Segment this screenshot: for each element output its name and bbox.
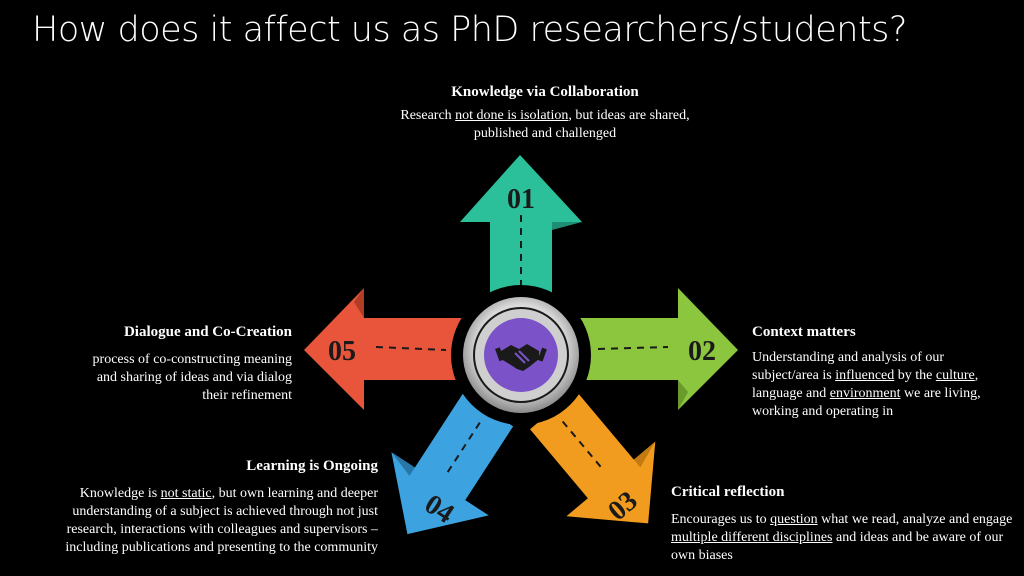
item-03-block: Critical reflection Encourages us to que… bbox=[671, 484, 1016, 565]
body-text: , but own learning and deeper understand… bbox=[65, 486, 378, 555]
underlined-text: influenced bbox=[835, 368, 895, 383]
center-hub bbox=[451, 285, 591, 425]
body-text: by the bbox=[894, 368, 936, 383]
item-05-body: process of co-constructing meaning and s… bbox=[70, 351, 292, 405]
item-03-heading: Critical reflection bbox=[671, 484, 785, 500]
item-04-block: Learning is Ongoing Knowledge is not sta… bbox=[20, 458, 378, 557]
item-01-block: Knowledge via Collaboration Research not… bbox=[400, 84, 690, 143]
arrow-02: 02 bbox=[570, 288, 738, 410]
underlined-text: culture bbox=[935, 368, 975, 383]
body-text: process of co-constructing meaning and s… bbox=[92, 352, 292, 403]
underlined-text: question bbox=[770, 512, 818, 527]
body-text: what we read, analyze and engage bbox=[817, 512, 1013, 527]
item-02-heading: Context matters bbox=[752, 324, 856, 340]
underlined-text: not done is isolation bbox=[455, 108, 569, 123]
item-02-body: Understanding and analysis of our subjec… bbox=[752, 349, 1014, 421]
underlined-text: not static bbox=[160, 486, 212, 501]
handshake-icon bbox=[495, 344, 547, 371]
item-05-block: Dialogue and Co-Creation process of co-c… bbox=[70, 324, 292, 405]
arrow-03: 03 bbox=[530, 390, 656, 527]
underlined-text: multiple different disciplines bbox=[671, 530, 833, 545]
body-text: and ideas and be aware of our own biases bbox=[671, 530, 1004, 563]
body-text: Knowledge is bbox=[79, 486, 161, 501]
item-05-heading: Dialogue and Co-Creation bbox=[123, 324, 292, 340]
item-04-heading: Learning is Ongoing bbox=[246, 458, 378, 474]
arrow-01: 01 bbox=[460, 155, 582, 300]
body-text: Research bbox=[400, 108, 456, 123]
arrow-number-01: 01 bbox=[507, 184, 535, 215]
item-01-body: Research not done is isolation, but idea… bbox=[400, 107, 690, 143]
page-title: How does it affect us as PhD researchers… bbox=[32, 10, 908, 50]
item-03-body: Encourages us to question what we read, … bbox=[671, 511, 1016, 565]
arrow-04: 04 bbox=[391, 393, 514, 535]
item-02-block: Context matters Understanding and analys… bbox=[752, 324, 1014, 421]
item-04-body: Knowledge is not static, but own learnin… bbox=[20, 485, 378, 557]
underlined-text: environment bbox=[829, 386, 901, 401]
body-text: Encourages us to bbox=[671, 512, 771, 527]
body-text: , but ideas are shared, published and ch… bbox=[473, 108, 690, 141]
item-01-heading: Knowledge via Collaboration bbox=[451, 84, 639, 100]
arrow-05: 05 bbox=[304, 288, 468, 410]
body-text: we are living, working and operating in bbox=[752, 386, 981, 419]
body-text: , language and bbox=[752, 368, 979, 401]
arrow-number-02: 02 bbox=[688, 336, 716, 367]
body-text: Understanding and analysis of our subjec… bbox=[752, 350, 945, 383]
arrow-number-05: 05 bbox=[328, 336, 356, 367]
